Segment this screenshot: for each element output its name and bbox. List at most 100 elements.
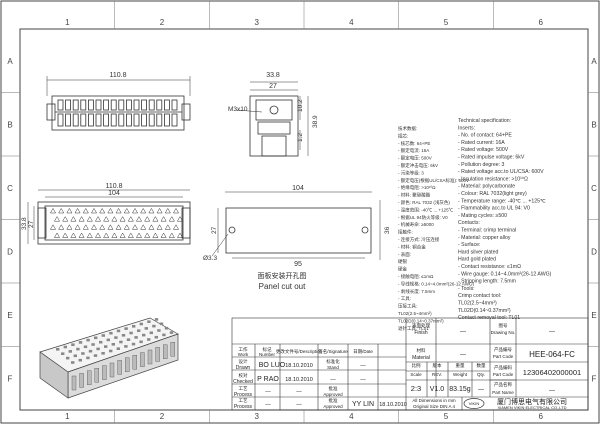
note-line1: All Dimensions in mm [412,398,456,403]
process-date: — [296,389,302,395]
checked-date: 18.10.2010 [285,377,313,383]
spec-chinese: 技术数据:插芯:- 核芯数: 64+PE- 额定电流: 16A- 额定电压: 5… [398,125,474,332]
stand-val: — [360,363,366,369]
scale-cn: 比例 [412,362,421,369]
weight: 83.15g [449,386,471,393]
contact-pin [90,207,98,214]
zone-col-label: 1 [65,18,70,27]
spec-line: - 污染等级: 3 [398,169,424,176]
contact-pin [99,207,106,214]
contact-pin [127,232,134,238]
front-tooth [65,99,71,111]
iso-terminal [117,360,122,375]
contact-pin [168,232,175,238]
stand-cn: 标准化 [326,358,340,365]
contact-pin [131,207,139,214]
iso-contact [132,325,136,328]
iso-contact [134,336,138,339]
qty: — [478,387,484,393]
finish-cn: 表面处理 [412,322,430,329]
zone-row-label: A [591,57,597,66]
blank-date: — [296,402,302,408]
drawn-name: BO LUO [259,362,286,369]
front-tooth [72,99,79,111]
front-contact [171,113,178,127]
iso-contact [121,334,126,337]
iso-contact [119,340,123,344]
contact-pin [152,232,159,238]
panel-cutout [211,191,381,260]
iso-contact [81,352,85,355]
spec-line: - Flammability acc.to UL 94: V0 [458,206,530,212]
front-tooth [126,99,132,111]
zone-row-label: D [591,247,597,256]
approved-cn: 批准 [329,385,338,392]
contact-pin [53,232,61,238]
front-contact [163,113,170,127]
contact-pin [103,232,110,238]
contact-pin [66,224,73,230]
contact-pin [94,216,102,222]
iso-terminal [71,375,77,391]
iso-contact [86,338,90,342]
spec-line: - 剥线长度: 7.5mm [398,288,435,295]
rev: V1.0 [430,386,445,393]
company-logo: VIKIN [463,398,485,409]
front-contact [118,113,125,127]
side-inner-dim: 27 [269,83,277,90]
front-contact [141,113,148,127]
process-en: Process [234,392,253,398]
spec-line: - Surface: [458,242,481,248]
cutout-caption-en: Panel cut out [259,282,306,291]
iso-contact [111,343,115,346]
iso-contact [106,338,110,342]
finish-val: — [460,329,466,335]
contact-pin [160,216,167,222]
screw-label: M3x10 [228,106,248,113]
iso-contact [101,352,105,355]
cutout-caption-cn: 面板安装开孔图 [258,271,307,280]
contact-pin [94,232,102,238]
front-tooth [171,99,178,111]
spec-line: - 接触电阻: ≤1mΩ [398,273,434,280]
serial: 12306402000001 [523,368,581,377]
iso-contact [147,338,151,341]
iso-terminal [79,373,84,388]
contact-pin [148,207,155,214]
zone-col-label: 3 [254,412,259,421]
spec-line: 压接工具: [398,303,417,310]
front-contact [65,113,71,127]
qty-cn: 数量 [477,362,486,369]
note-line2: Original Size DIN A 4 [413,404,456,409]
contact-pin [90,224,98,230]
spec-line: 技术数据: [398,125,417,132]
spec-line: - Material: polycarbonate [458,184,515,190]
front-tooth [95,99,102,111]
drawing-no-cn: 图号 [499,323,508,329]
zone-row-label: C [7,184,13,193]
company-cn: 厦门博思电气有限公司 [497,397,567,406]
spec-line: Hard gold plated [458,257,496,263]
zone-col-label: 2 [160,412,165,421]
zone-row-label: E [7,311,12,320]
front-tooth [163,99,170,111]
checked-en: Checked [233,379,253,385]
contact-pin [66,207,73,214]
zone-row-label: F [592,374,597,383]
contact-pin [115,224,122,230]
cutout-inner-dim: 95 [294,261,302,268]
material-en: Material [412,355,430,361]
pin-height-dim: 33.8 [21,217,28,230]
pin-inner-height-dim: 27 [28,220,35,228]
iso-terminal [155,347,160,362]
rev-cn: 版本 [433,362,442,369]
zone-col-label: 4 [349,412,354,421]
iso-contact [71,361,75,364]
contact-pin [119,232,126,238]
checked-cn: 校对 [239,372,248,379]
front-tooth [118,99,125,111]
drawn-cn: 设计 [239,358,248,365]
iso-contact [116,329,121,333]
iso-contact [147,320,151,323]
